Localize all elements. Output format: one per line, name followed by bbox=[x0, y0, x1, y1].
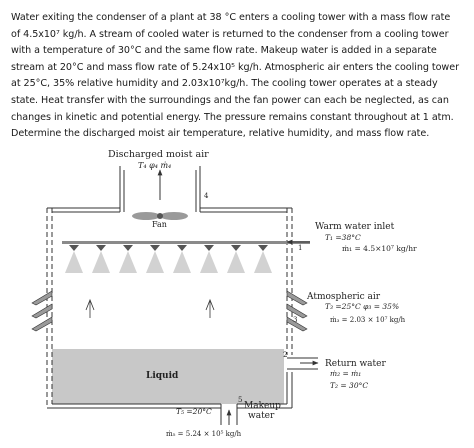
problem-line: state. Heat transfer with the surroundin… bbox=[11, 94, 449, 106]
fan-label: Fan bbox=[152, 220, 167, 229]
state-5-label: 5 bbox=[238, 396, 242, 404]
state-2-label: 2 bbox=[283, 351, 287, 359]
rising-air-arrows bbox=[85, 298, 215, 318]
warm-water-title: Warm water inlet bbox=[315, 222, 395, 232]
problem-line: with a temperature of 30°C and the same … bbox=[11, 45, 437, 57]
problem-line: at 25°C, 35% relative humidity and 2.03x… bbox=[11, 78, 438, 90]
warm-water-temp: T₁ =38°C bbox=[325, 233, 361, 242]
makeup-pipe bbox=[220, 408, 238, 425]
discharged-air-title: Discharged moist air bbox=[108, 149, 209, 160]
makeup-title-2: water bbox=[248, 411, 275, 421]
return-water-title: Return water bbox=[325, 359, 386, 369]
atm-air-props: T₃ =25°C φ₃ = 35% bbox=[325, 302, 399, 311]
discharged-air-props: T₄ φ₄ ṁ₄ bbox=[138, 161, 171, 170]
problem-line: stream at 20°C and mass flow rate of 5.2… bbox=[11, 61, 459, 73]
makeup-temp: T₅ =20°C bbox=[176, 407, 212, 416]
left-air-louvres bbox=[31, 290, 53, 332]
spray-nozzles bbox=[65, 245, 272, 273]
makeup-title-1: Makeup bbox=[244, 401, 281, 411]
problem-line: changes in kinetic and potential energy.… bbox=[11, 111, 454, 123]
liquid-label: Liquid bbox=[146, 371, 179, 381]
makeup-flow: ṁ₅ = 5.24 × 10⁵ kg/h bbox=[166, 430, 242, 438]
warm-water-flow: ṁ₁ = 4.5×10⁷ kg/hr bbox=[342, 244, 417, 253]
water-pipe bbox=[62, 241, 310, 244]
fan-icon bbox=[132, 212, 188, 220]
return-water-pipe bbox=[287, 357, 319, 370]
state-4-label: 4 bbox=[204, 192, 209, 200]
atm-air-flow: ṁ₃ = 2.03 × 10⁷ kg/h bbox=[330, 316, 406, 324]
right-air-louvres bbox=[286, 290, 308, 332]
state-3-label: 3 bbox=[293, 316, 297, 324]
atm-air-title: Atmospheric air bbox=[306, 292, 381, 302]
return-water-temp: T₂ = 30°C bbox=[330, 381, 368, 390]
problem-line: Water exiting the condenser of a plant a… bbox=[11, 12, 451, 23]
state-1-label: 1 bbox=[298, 244, 302, 252]
problem-line: of 4.5x10⁷ kg/h. A stream of cooled wate… bbox=[11, 28, 449, 40]
return-water-flow: ṁ₂ = ṁ₁ bbox=[330, 369, 361, 378]
problem-line: Determine the discharged moist air tempe… bbox=[11, 128, 430, 140]
liquid-basin bbox=[52, 349, 284, 404]
problem-statement: Water exiting the condenser of a plant a… bbox=[11, 10, 469, 143]
